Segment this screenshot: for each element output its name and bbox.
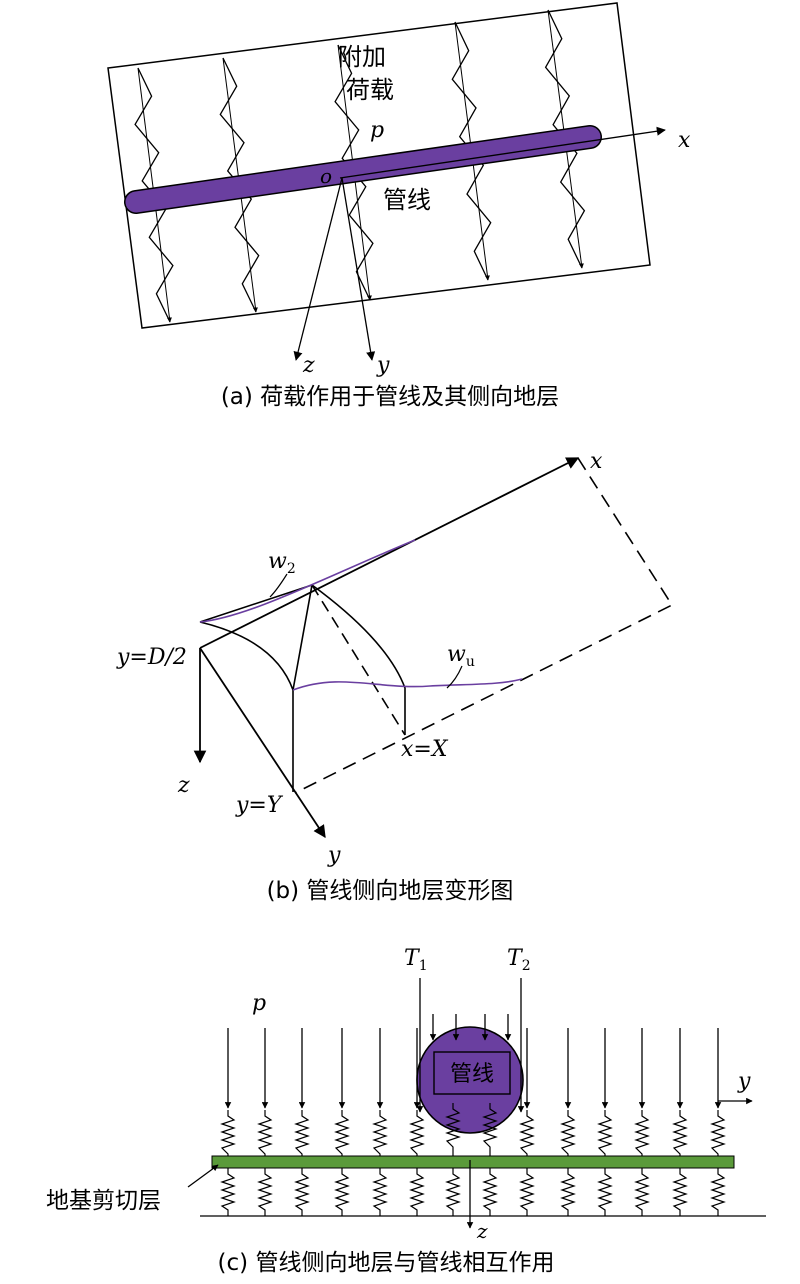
y-axis-label: y [376, 353, 390, 378]
lower-spring [257, 1168, 273, 1216]
shear-layer [211, 1155, 735, 1169]
panel-b: x z y w2 wu y=D/2 x=X y=Y (b) 管线侧向地层变形图 [116, 449, 674, 904]
y-d2-label: y=D/2 [116, 645, 187, 670]
panel-c: 管线 p T1 T2 y z 地基剪切层 (c) 管线侧向地层与管线相互作用 [46, 946, 766, 1276]
load-label-line2: 荷载 [346, 76, 394, 104]
soil-springs [220, 1103, 726, 1216]
caption-c: (c) 管线侧向地层与管线相互作用 [218, 1250, 555, 1276]
lower-spring [597, 1168, 613, 1216]
panel-a: 附加 荷载 p o 管线 x z y (a) 荷载作用于管线及其侧向地层 [107, 2, 691, 410]
upper-spring [334, 1110, 350, 1156]
wu-curve [292, 678, 523, 691]
lower-spring [634, 1168, 650, 1216]
caption-a: (a) 荷载作用于管线及其侧向地层 [221, 384, 559, 410]
y-axis-label: y [327, 843, 341, 868]
upper-spring [560, 1110, 576, 1156]
pipe-label: 管线 [450, 1062, 494, 1087]
y-y-label: y=Y [235, 793, 284, 818]
caption-b: (b) 管线侧向地层变形图 [267, 878, 514, 904]
shear-layer-leader [187, 1164, 219, 1188]
surface-loads [224, 978, 722, 1113]
t2-label: T2 [507, 946, 531, 974]
z-axis [293, 177, 343, 361]
w2-label: w2 [268, 549, 296, 577]
deformation-surface [199, 584, 406, 792]
upper-spring [482, 1103, 498, 1156]
hidden-edge [311, 584, 406, 736]
far-boundary [294, 457, 674, 794]
lower-spring [445, 1168, 461, 1216]
lower-spring [409, 1168, 425, 1216]
upper-spring [409, 1110, 425, 1156]
lower-spring [334, 1168, 350, 1216]
lower-spring [519, 1168, 535, 1216]
x-axis [339, 126, 666, 179]
x-axis-label: x [590, 449, 603, 474]
lower-spring [710, 1168, 726, 1216]
w2-curve [199, 539, 416, 623]
p-label: p [252, 991, 266, 1016]
upper-spring [294, 1110, 310, 1156]
lower-spring [560, 1168, 576, 1216]
pipe-fill [125, 126, 601, 213]
lower-spring [220, 1168, 236, 1216]
load-label-line1: 附加 [338, 43, 386, 71]
y-axis [341, 177, 376, 361]
upper-spring [257, 1110, 273, 1156]
pipe-label: 管线 [383, 186, 431, 214]
upper-spring [220, 1110, 236, 1156]
x-axis [199, 457, 580, 649]
x-x-label: x=X [401, 737, 449, 762]
z-axis-label: z [302, 353, 315, 378]
y-axis-label: y [737, 1069, 751, 1094]
ground-plate [107, 2, 651, 329]
upper-spring [634, 1110, 650, 1156]
origin-label: o [320, 164, 332, 188]
x-axis-label: x [678, 128, 691, 153]
lower-spring [672, 1168, 688, 1216]
p-label: p [370, 118, 384, 143]
upper-spring [372, 1110, 388, 1156]
lower-spring [482, 1168, 498, 1216]
shear-layer-label: 地基剪切层 [46, 1188, 161, 1214]
lower-spring [294, 1168, 310, 1216]
lower-spring [372, 1168, 388, 1216]
wu-label: wu [447, 642, 475, 670]
t1-label: T1 [404, 946, 428, 974]
wu-leader [446, 665, 463, 689]
upper-spring [672, 1110, 688, 1156]
pipe-box [433, 1051, 511, 1095]
upper-spring [597, 1110, 613, 1156]
z-axis-label: z [177, 773, 190, 798]
upper-spring [710, 1110, 726, 1156]
upper-spring [445, 1103, 461, 1156]
y-axis [199, 647, 326, 839]
upper-spring [519, 1110, 535, 1156]
w2-leader [269, 573, 288, 598]
z-axis-label: z [476, 1219, 488, 1243]
